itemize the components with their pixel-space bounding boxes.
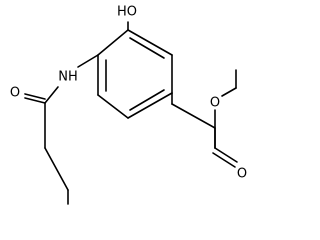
- ring-to-nitrogen-bond: [77, 54, 99, 68]
- amide-oxygen-label: O: [10, 86, 20, 101]
- ester-carbonyl-oxygen-label: O: [237, 167, 247, 182]
- amide-nitrogen-label: NH: [58, 70, 78, 85]
- ring-double-bond: [129, 89, 165, 111]
- ring-bond: [97, 29, 129, 56]
- ring-bond: [97, 94, 129, 119]
- butanoyl-chain-bond: [44, 147, 69, 191]
- ring-double-bond: [129, 37, 165, 59]
- hydroxyl-label: HO: [117, 5, 137, 20]
- methylene-bond: [171, 103, 216, 129]
- ester-ether-oxygen-label: O: [210, 96, 220, 111]
- ring-bond: [127, 92, 173, 119]
- methoxy-bond: [221, 87, 237, 97]
- chemical-structure: HO NH O O O: [10, 5, 247, 205]
- nitrogen-to-carbonyl-bond: [44, 86, 59, 104]
- ester-carbonyl-double-bond: [214, 147, 238, 163]
- benzene-ring: [97, 29, 173, 119]
- amide-carbonyl-double-bond: [24, 93, 46, 100]
- ring-bond: [127, 29, 173, 56]
- amide-carbonyl-double-bond: [24, 97, 46, 104]
- ester-carbonyl-double-bond: [212, 152, 236, 168]
